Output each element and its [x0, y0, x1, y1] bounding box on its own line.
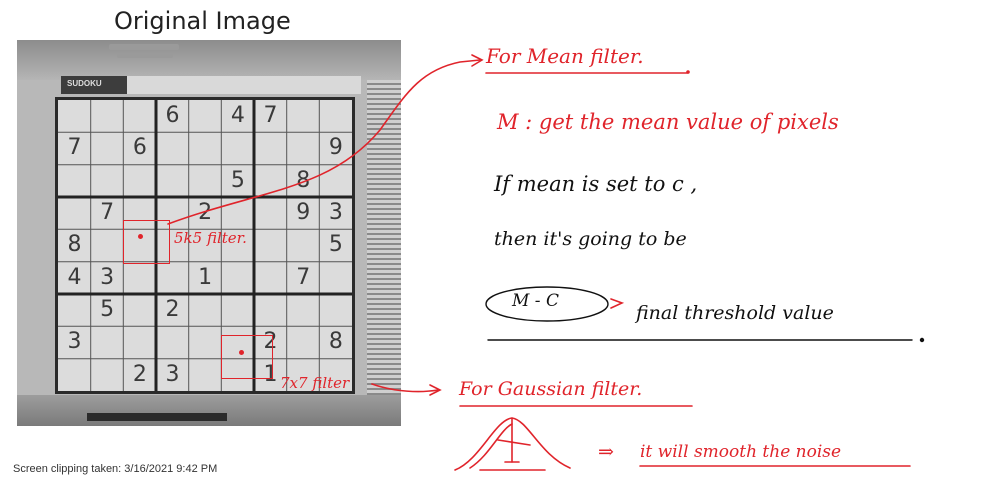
photo-top-area: [17, 40, 401, 80]
sudoku-cell: 9: [328, 135, 343, 161]
sudoku-photo: SUDOKU: [17, 40, 401, 426]
photo-text-blob: [109, 44, 179, 50]
sudoku-cell: 8: [328, 329, 343, 355]
sudoku-cell: 7: [263, 103, 278, 128]
sudoku-cell: 2: [165, 296, 180, 322]
sudoku-cell: 2: [132, 361, 147, 387]
sudoku-cell: 4: [67, 264, 82, 290]
sudoku-cell: 2: [198, 199, 213, 225]
oval-mu-minus-c: [485, 286, 609, 322]
mean-line-1: M : get the mean value of pixels: [497, 110, 839, 134]
photo-header-label: SUDOKU: [67, 79, 102, 88]
sudoku-cell: 6: [165, 103, 180, 128]
arrow-to-gaussian: [371, 383, 439, 393]
sudoku-cell: 1: [198, 264, 213, 290]
sudoku-cell: 6: [132, 135, 147, 161]
filter-7x7-center: [239, 350, 244, 355]
oval-text: M - C: [512, 291, 559, 311]
gaussian-heading: For Gaussian filter.: [459, 378, 643, 400]
screen-clipping-caption: Screen clipping taken: 3/16/2021 9:42 PM: [13, 463, 218, 475]
sudoku-cell: 8: [296, 167, 311, 193]
mean-line-2: If mean is set to c ,: [494, 172, 698, 196]
filter-5x5-center: [138, 234, 143, 239]
filter-5x5-label: 5k5 filter.: [174, 229, 247, 247]
filter-7x7-label: 7x7 filter: [280, 374, 350, 392]
photo-bottom-bar: [87, 413, 227, 421]
arrow-after-oval: [610, 298, 625, 309]
sudoku-cell: 5: [328, 232, 343, 258]
sudoku-cell: 7: [67, 135, 82, 161]
arrow-to-mean: [167, 59, 481, 225]
sudoku-cell: 3: [100, 264, 115, 290]
photo-header-strip: [61, 76, 361, 94]
figure-title: Original Image: [114, 7, 291, 35]
filter-7x7-box: [221, 335, 273, 379]
arrow-head-gaussian: [429, 384, 442, 396]
arrow-head-mean: [471, 54, 484, 67]
photo-header-dark: [61, 76, 127, 94]
photo-text-blob: [117, 53, 173, 58]
sudoku-cell: 5: [230, 167, 245, 193]
sudoku-cell: 7: [296, 264, 311, 290]
sudoku-cell: 4: [230, 103, 245, 128]
mean-line-3: then it's going to be: [494, 228, 687, 250]
mean-heading: For Mean filter.: [486, 44, 644, 68]
filter-5x5-box: [123, 220, 170, 264]
gaussian-effect: it will smooth the noise: [640, 442, 842, 462]
sudoku-cell: 9: [296, 199, 311, 225]
implies-arrow-icon: ⇒: [598, 441, 614, 463]
sudoku-cell: 7: [100, 199, 115, 225]
sudoku-cell: 3: [67, 329, 82, 355]
grid-lines: [58, 100, 352, 391]
sudoku-cell: 8: [67, 232, 82, 258]
sudoku-cell: 5: [100, 296, 115, 322]
sudoku-cell: 3: [328, 199, 343, 225]
sudoku-cell: 3: [165, 361, 180, 387]
mean-line-4: final threshold value: [636, 302, 834, 324]
sudoku-cell: 1: [263, 361, 278, 387]
